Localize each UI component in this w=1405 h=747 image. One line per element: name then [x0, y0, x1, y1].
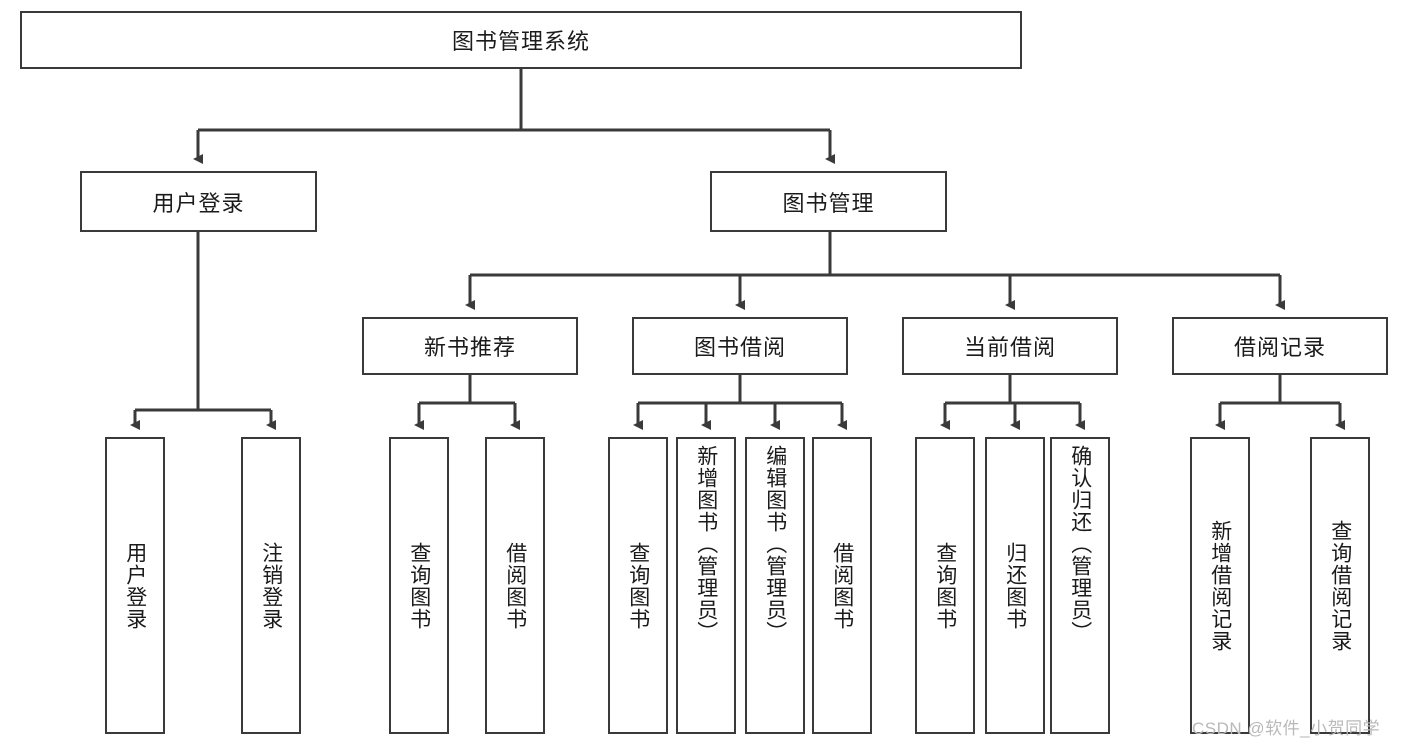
node-user-login[interactable]: 用户登录 [80, 171, 317, 232]
node-leaf-add-borrow-record[interactable]: 新增借阅记录 [1190, 437, 1250, 734]
node-book-manage[interactable]: 图书管理 [710, 171, 947, 232]
node-leaf-rec-borrow-book-label: 借阅图书 [503, 541, 527, 630]
node-leaf-add-book-admin-label: 新增图书（管理员） [694, 445, 718, 643]
node-borrow-record-label: 借阅记录 [1233, 335, 1326, 360]
node-leaf-rec-borrow-book[interactable]: 借阅图书 [485, 437, 545, 734]
node-leaf-borrow-query-book-label: 查询图书 [626, 541, 650, 630]
node-leaf-user-login[interactable]: 用户登录 [105, 437, 165, 734]
node-leaf-query-borrow-record[interactable]: 查询借阅记录 [1310, 437, 1370, 734]
node-borrow-record[interactable]: 借阅记录 [1172, 317, 1388, 375]
node-leaf-borrow-book[interactable]: 借阅图书 [812, 437, 872, 734]
node-leaf-add-book-admin[interactable]: 新增图书（管理员） [676, 437, 736, 734]
node-new-book-rec-label: 新书推荐 [423, 335, 516, 360]
node-new-book-rec[interactable]: 新书推荐 [362, 317, 578, 375]
node-leaf-return-book[interactable]: 归还图书 [985, 437, 1045, 734]
node-current-borrow-label: 当前借阅 [963, 335, 1056, 360]
node-leaf-add-borrow-record-label: 新增借阅记录 [1208, 519, 1232, 652]
node-leaf-rec-query-book[interactable]: 查询图书 [389, 437, 449, 734]
node-root-label: 图书管理系统 [451, 29, 590, 54]
node-book-borrow[interactable]: 图书借阅 [632, 317, 848, 375]
node-leaf-return-book-label: 归还图书 [1003, 541, 1027, 630]
node-leaf-rec-query-book-label: 查询图书 [407, 541, 431, 630]
node-current-borrow[interactable]: 当前借阅 [902, 317, 1118, 375]
node-root[interactable]: 图书管理系统 [20, 11, 1022, 69]
node-leaf-edit-book-admin-label: 编辑图书（管理员） [763, 445, 787, 643]
node-leaf-confirm-return-admin-label: 确认归还（管理员） [1068, 445, 1092, 643]
node-leaf-user-logout-label: 注销登录 [259, 541, 283, 630]
node-leaf-borrow-query-book[interactable]: 查询图书 [608, 437, 668, 734]
node-leaf-user-login-label: 用户登录 [123, 541, 147, 630]
node-book-borrow-label: 图书借阅 [693, 335, 786, 360]
node-leaf-borrow-book-label: 借阅图书 [830, 541, 854, 630]
node-book-manage-label: 图书管理 [782, 190, 875, 216]
node-leaf-cur-query-book-label: 查询图书 [933, 541, 957, 630]
node-leaf-edit-book-admin[interactable]: 编辑图书（管理员） [745, 437, 805, 734]
node-leaf-query-borrow-record-label: 查询借阅记录 [1328, 519, 1352, 652]
node-leaf-user-logout[interactable]: 注销登录 [241, 437, 301, 734]
node-leaf-confirm-return-admin[interactable]: 确认归还（管理员） [1050, 437, 1110, 734]
node-leaf-cur-query-book[interactable]: 查询图书 [915, 437, 975, 734]
node-user-login-label: 用户登录 [152, 190, 245, 216]
